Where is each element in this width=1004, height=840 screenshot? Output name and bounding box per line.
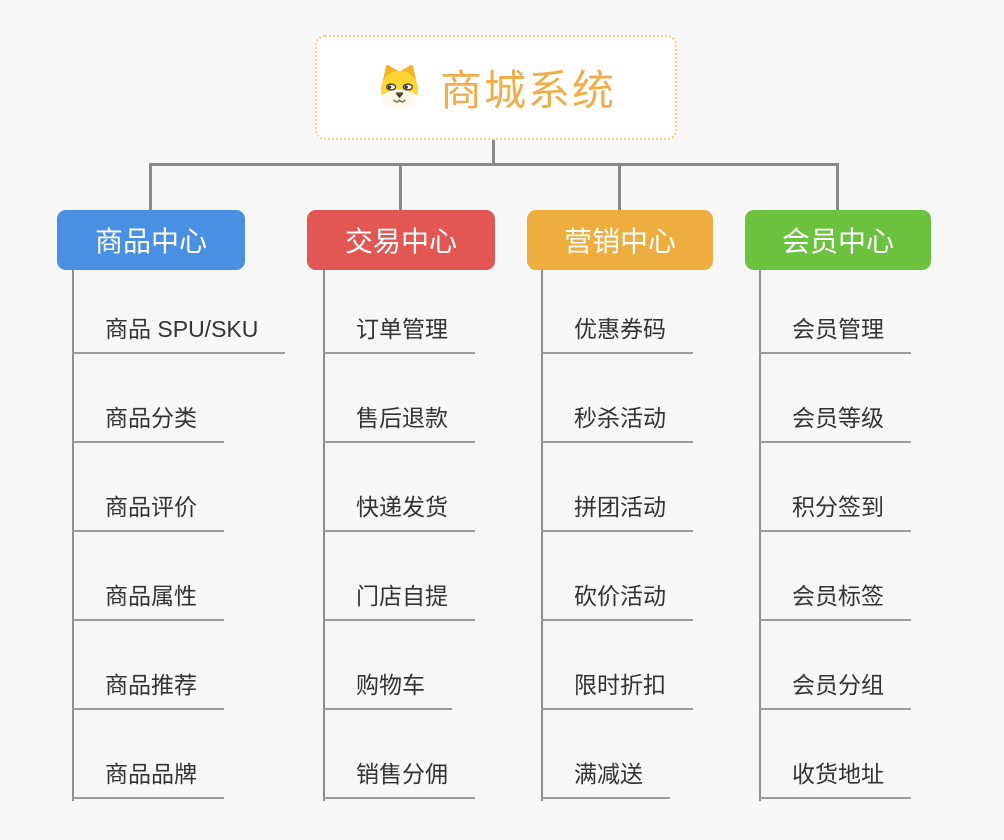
- leaf-item[interactable]: 会员分组: [759, 668, 911, 710]
- root-node[interactable]: 商城系统: [315, 35, 677, 140]
- branch-spine-trade: [323, 270, 325, 801]
- leaf-item[interactable]: 商品分类: [72, 401, 224, 443]
- leaf-column-trade: 订单管理 售后退款 快递发货 门店自提 购物车 销售分佣: [323, 270, 475, 799]
- leaf-item[interactable]: 收货地址: [759, 757, 911, 799]
- connector-root-vertical: [492, 139, 495, 165]
- leaf-item[interactable]: 购物车: [323, 668, 452, 710]
- connector-drop-trade: [399, 163, 402, 211]
- branch-box-trade-center[interactable]: 交易中心: [307, 210, 495, 270]
- connector-horizontal-bus: [150, 163, 838, 166]
- leaf-item[interactable]: 销售分佣: [323, 757, 475, 799]
- leaf-item[interactable]: 售后退款: [323, 401, 475, 443]
- leaf-item[interactable]: 会员标签: [759, 579, 911, 621]
- leaf-item[interactable]: 商品 SPU/SKU: [72, 312, 286, 354]
- leaf-item[interactable]: 秒杀活动: [541, 401, 693, 443]
- leaf-item[interactable]: 会员等级: [759, 401, 911, 443]
- connector-drop-product: [149, 163, 152, 211]
- branch-label: 会员中心: [781, 226, 894, 257]
- connector-drop-member: [836, 163, 839, 211]
- leaf-item[interactable]: 门店自提: [323, 579, 475, 621]
- branch-spine-member: [759, 270, 761, 801]
- leaf-item[interactable]: 优惠券码: [541, 312, 693, 354]
- leaf-column-product: 商品 SPU/SKU 商品分类 商品评价 商品属性 商品推荐 商品品牌: [72, 270, 286, 799]
- leaf-item[interactable]: 订单管理: [323, 312, 475, 354]
- branch-label: 商品中心: [94, 226, 207, 257]
- branch-label: 交易中心: [344, 226, 457, 257]
- leaf-item[interactable]: 积分签到: [759, 490, 911, 532]
- leaf-item[interactable]: 商品属性: [72, 579, 224, 621]
- leaf-item[interactable]: 商品品牌: [72, 757, 224, 799]
- leaf-item[interactable]: 砍价活动: [541, 579, 693, 621]
- leaf-column-member: 会员管理 会员等级 积分签到 会员标签 会员分组 收货地址: [759, 270, 911, 799]
- leaf-item[interactable]: 满减送: [541, 757, 670, 799]
- branch-spine-marketing: [541, 270, 543, 801]
- dog-icon: [376, 64, 423, 111]
- leaf-item[interactable]: 快递发货: [323, 490, 475, 532]
- branch-box-marketing-center[interactable]: 营销中心: [527, 210, 713, 270]
- connector-drop-marketing: [618, 163, 621, 211]
- leaf-column-marketing: 优惠券码 秒杀活动 拼团活动 砍价活动 限时折扣 满减送: [541, 270, 693, 799]
- branch-box-member-center[interactable]: 会员中心: [745, 210, 931, 270]
- leaf-item[interactable]: 商品推荐: [72, 668, 224, 710]
- branch-box-product-center[interactable]: 商品中心: [57, 210, 245, 270]
- leaf-item[interactable]: 拼团活动: [541, 490, 693, 532]
- branch-spine-product: [72, 270, 74, 801]
- leaf-item[interactable]: 限时折扣: [541, 668, 693, 710]
- leaf-item[interactable]: 会员管理: [759, 312, 911, 354]
- leaf-item[interactable]: 商品评价: [72, 490, 224, 532]
- branch-label: 营销中心: [563, 226, 676, 257]
- root-label: 商城系统: [439, 67, 616, 114]
